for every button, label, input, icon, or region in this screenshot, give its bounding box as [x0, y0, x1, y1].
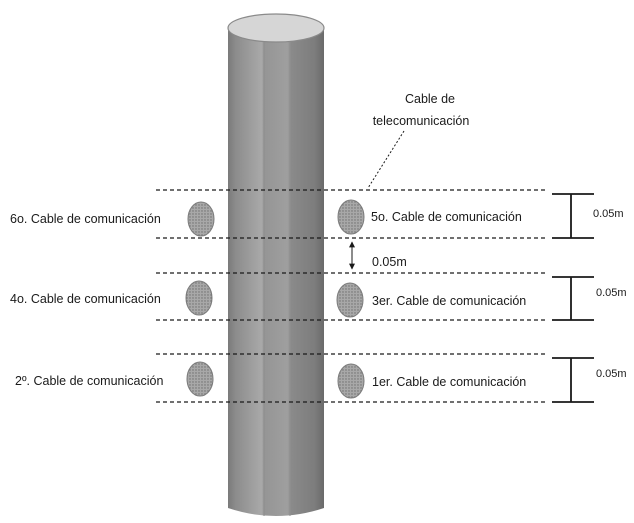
callout-line-1: Cable de: [405, 92, 455, 106]
pole-body: [228, 28, 324, 516]
band-2-dimension-label: 0.05m: [596, 287, 627, 299]
cable-sections: [185, 199, 365, 399]
gap-dimension-label: 0.05m: [372, 255, 407, 269]
callout-line-2: telecomunicación: [373, 114, 470, 128]
cable-1-section: [337, 363, 365, 399]
telecom-callout: Cable de telecomunicación: [367, 92, 470, 189]
cable-2-section: [186, 361, 214, 397]
band-lines: [156, 189, 548, 403]
pole: [227, 13, 325, 516]
cable-6-label: 6o. Cable de comunicación: [10, 212, 161, 226]
cable-4-section: [185, 280, 213, 316]
pole-top: [227, 13, 325, 43]
cable-5-section: [337, 199, 365, 235]
band-1-dimension-label: 0.05m: [593, 208, 624, 220]
gap-dimension: 0.05m: [349, 241, 407, 270]
cable-3-label: 3er. Cable de comunicación: [372, 294, 526, 308]
cable-1-label: 1er. Cable de comunicación: [372, 375, 526, 389]
cable-4-label: 4o. Cable de comunicación: [10, 292, 161, 306]
callout-leader: [367, 130, 405, 189]
cable-5-label: 5o. Cable de comunicación: [371, 210, 522, 224]
cable-6-section: [187, 201, 215, 237]
cable-2-label: 2º. Cable de comunicación: [15, 374, 163, 388]
band-dimensions: [552, 193, 594, 403]
band-3-dimension-label: 0.05m: [596, 368, 627, 380]
cable-3-section: [336, 282, 364, 318]
